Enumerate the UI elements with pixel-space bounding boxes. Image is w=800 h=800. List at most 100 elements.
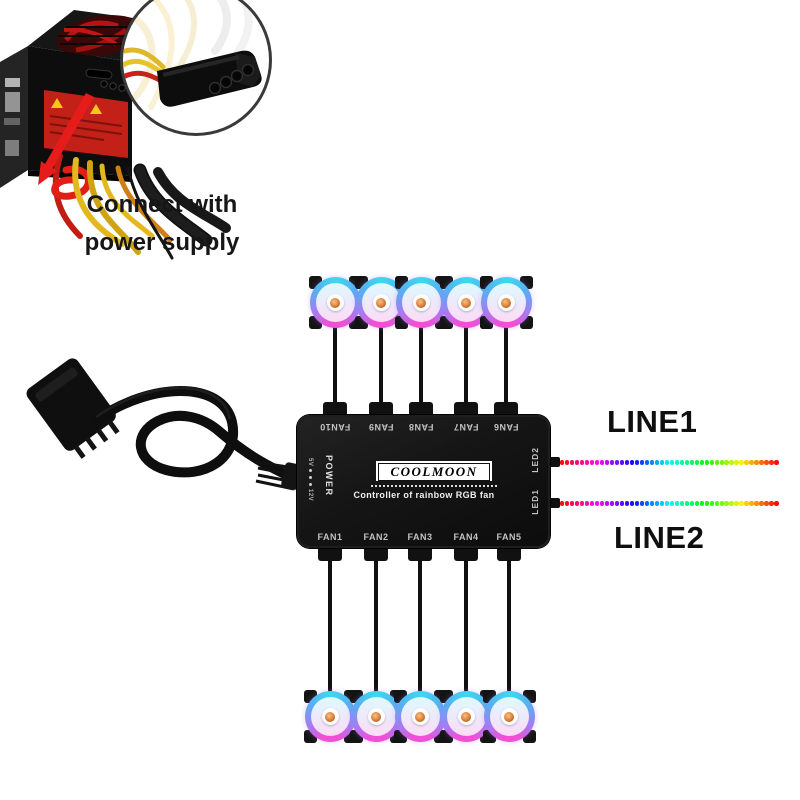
fan-wire	[333, 324, 337, 420]
voltage-12v-label: 12V	[307, 489, 313, 502]
led-dot	[574, 501, 580, 506]
led-dot	[689, 501, 694, 506]
led-dot	[714, 460, 719, 465]
psu-cables	[51, 153, 231, 260]
led-dot	[734, 501, 739, 506]
controller-box: FAN10 FAN9 FAN8 FAN7 FAN6 FAN1 FAN2 FAN3…	[297, 415, 550, 548]
led-dot	[744, 501, 749, 506]
led-dot	[609, 460, 615, 465]
power-cable	[26, 358, 302, 491]
led-dot	[764, 460, 769, 465]
rgb-fan	[349, 690, 403, 743]
power-port-label: POWER	[324, 455, 334, 497]
led-dot	[689, 460, 694, 465]
line2-label: LINE2	[614, 520, 705, 555]
led-dot	[714, 501, 719, 506]
psu-photo	[0, 10, 231, 260]
psu-side-face	[0, 46, 28, 188]
led-dot	[649, 501, 655, 506]
led-dot	[644, 501, 650, 506]
fan-wire	[374, 550, 378, 692]
led-dot	[609, 501, 615, 506]
led-dot	[604, 460, 610, 465]
cable-loop	[91, 386, 298, 483]
fan-hub	[372, 294, 390, 311]
power-connector	[26, 358, 120, 459]
led-dot	[684, 501, 689, 506]
led-dot	[649, 460, 655, 465]
voltage-markers: 5V 12V	[307, 458, 313, 502]
fan-wire	[328, 550, 332, 692]
rgb-fan	[482, 690, 536, 743]
fan-port-tab	[494, 402, 518, 417]
fan-wire	[419, 324, 423, 420]
red-arrow-icon	[38, 93, 94, 185]
led-dot	[569, 501, 575, 506]
led-dot	[669, 460, 674, 465]
fan-port-tab	[318, 546, 342, 561]
port-label-fan2: FAN2	[363, 532, 389, 542]
rgb-fan	[308, 276, 362, 329]
line1-label: LINE1	[607, 404, 698, 439]
rgb-fan	[394, 276, 448, 329]
led-dot	[614, 501, 620, 506]
led-dot	[659, 501, 664, 506]
led-dot	[564, 460, 570, 465]
warning-triangle-icon	[51, 98, 63, 108]
rgb-fan	[393, 690, 447, 743]
led-dot	[654, 460, 659, 465]
port-label-fan6: FAN6	[493, 422, 519, 432]
led-dot	[744, 460, 749, 465]
led-dot	[699, 501, 704, 506]
led-dot	[734, 460, 739, 465]
fan-port-tab	[454, 402, 478, 417]
led-dot	[719, 501, 724, 506]
led-dot	[599, 460, 605, 465]
fan-hub	[412, 294, 430, 311]
led-dot	[679, 501, 684, 506]
led-dot	[754, 501, 759, 506]
led-dot	[749, 460, 754, 465]
led-dot	[704, 460, 709, 465]
led-dot	[679, 460, 684, 465]
led-dot	[774, 460, 779, 465]
port-label-fan5: FAN5	[496, 532, 522, 542]
led1-port	[547, 498, 560, 508]
fan-hub	[321, 708, 339, 725]
led-dot	[674, 460, 679, 465]
port-label-fan1: FAN1	[317, 532, 343, 542]
led-dot	[709, 501, 714, 506]
led-dot	[654, 501, 659, 506]
led-dot	[599, 501, 605, 506]
led-dot	[749, 501, 754, 506]
led-dot	[694, 501, 699, 506]
led-dot	[594, 501, 600, 506]
fan-port-tab	[323, 402, 347, 417]
led-dot	[699, 460, 704, 465]
brand-label: COOLMOON	[376, 461, 492, 481]
led-dot	[604, 501, 610, 506]
led-dot	[579, 460, 585, 465]
fan-hub	[500, 708, 518, 725]
cable-strain-relief	[281, 462, 302, 490]
led-dot	[684, 460, 689, 465]
led1-port-label: LED1	[530, 489, 540, 515]
fan-wire	[507, 550, 511, 692]
psu-inset-circle	[120, 0, 272, 136]
fan-wire	[504, 324, 508, 420]
led-dot	[639, 501, 645, 506]
fan-hub	[457, 294, 475, 311]
led-dot	[739, 460, 744, 465]
fan-wire	[418, 550, 422, 692]
led-dot	[619, 460, 625, 465]
led-dot	[719, 460, 724, 465]
fan-port-tab	[369, 402, 393, 417]
voltage-5v-label: 5V	[307, 458, 313, 467]
led-dot	[644, 460, 650, 465]
fan-hub	[497, 294, 515, 311]
fan-wire	[464, 550, 468, 692]
led-dot	[569, 460, 575, 465]
port-label-fan8: FAN8	[408, 422, 434, 432]
led-dot	[624, 501, 630, 506]
fan-hub	[411, 708, 429, 725]
